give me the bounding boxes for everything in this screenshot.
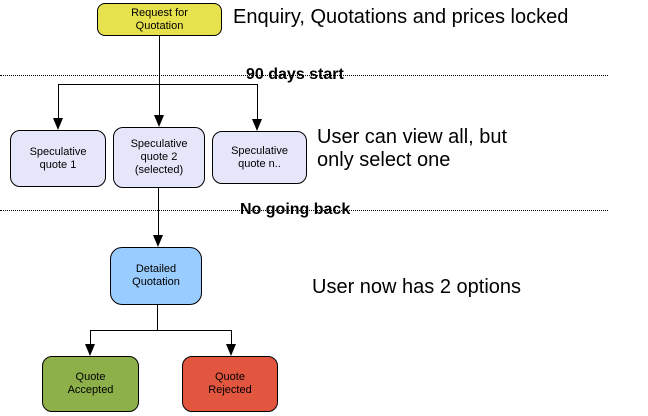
node-speculative-quote-n: Speculative quote n.. [212,131,307,184]
node-quote-rejected: Quote Rejected [182,356,278,412]
connector-detailed-to-branch [157,305,158,330]
phase-separator-line-1 [0,75,608,76]
node-request-for-quotation-label: Request for Quotation [131,6,188,32]
arrowhead-quote1 [53,118,63,130]
node-speculative-quote-2-selected: Speculative quote 2 (selected) [113,127,205,188]
node-quote-accepted: Quote Accepted [42,356,139,412]
connector-branch1-to-quoten [257,84,258,119]
caption-user-can-view-all: User can view all, but only select one [317,126,508,171]
node-speculative-quote-1-label: Speculative quote 1 [29,145,87,171]
connector-branch1-to-quote1 [58,84,59,118]
arrowhead-detailed [153,235,163,247]
connector-branch2-horizontal [90,330,232,331]
arrowhead-quote2 [154,115,164,127]
connector-quote2-to-detailed [158,188,159,235]
phase-separator-line-2 [0,210,608,211]
connector-branch1-horizontal [58,84,258,85]
node-detailed-quotation-label: Detailed Quotation [132,263,180,288]
connector-request-to-branch [159,36,160,84]
node-speculative-quote-2-label: Speculative quote 2 (selected) [130,138,188,176]
connector-branch2-to-rejected [231,330,232,344]
connector-branch1-to-quote2 [159,84,160,115]
connector-branch2-to-accepted [90,330,91,344]
node-quote-accepted-label: Quote Accepted [67,371,114,396]
node-speculative-quote-1: Speculative quote 1 [10,130,106,187]
arrowhead-accepted [85,344,95,356]
node-detailed-quotation: Detailed Quotation [110,247,202,305]
phase-label-no-going-back: No going back [240,201,351,218]
arrowhead-quoten [252,119,262,131]
arrowhead-rejected [226,344,236,356]
caption-user-has-2-options: User now has 2 options [312,276,522,298]
node-request-for-quotation: Request for Quotation [97,3,222,36]
node-quote-rejected-label: Quote Rejected [208,371,252,396]
node-speculative-quote-n-label: Speculative quote n.. [231,144,288,170]
caption-enquiry-quotations-locked: Enquiry, Quotations and prices locked [233,6,569,28]
phase-label-90-days-start: 90 days start [246,66,344,83]
